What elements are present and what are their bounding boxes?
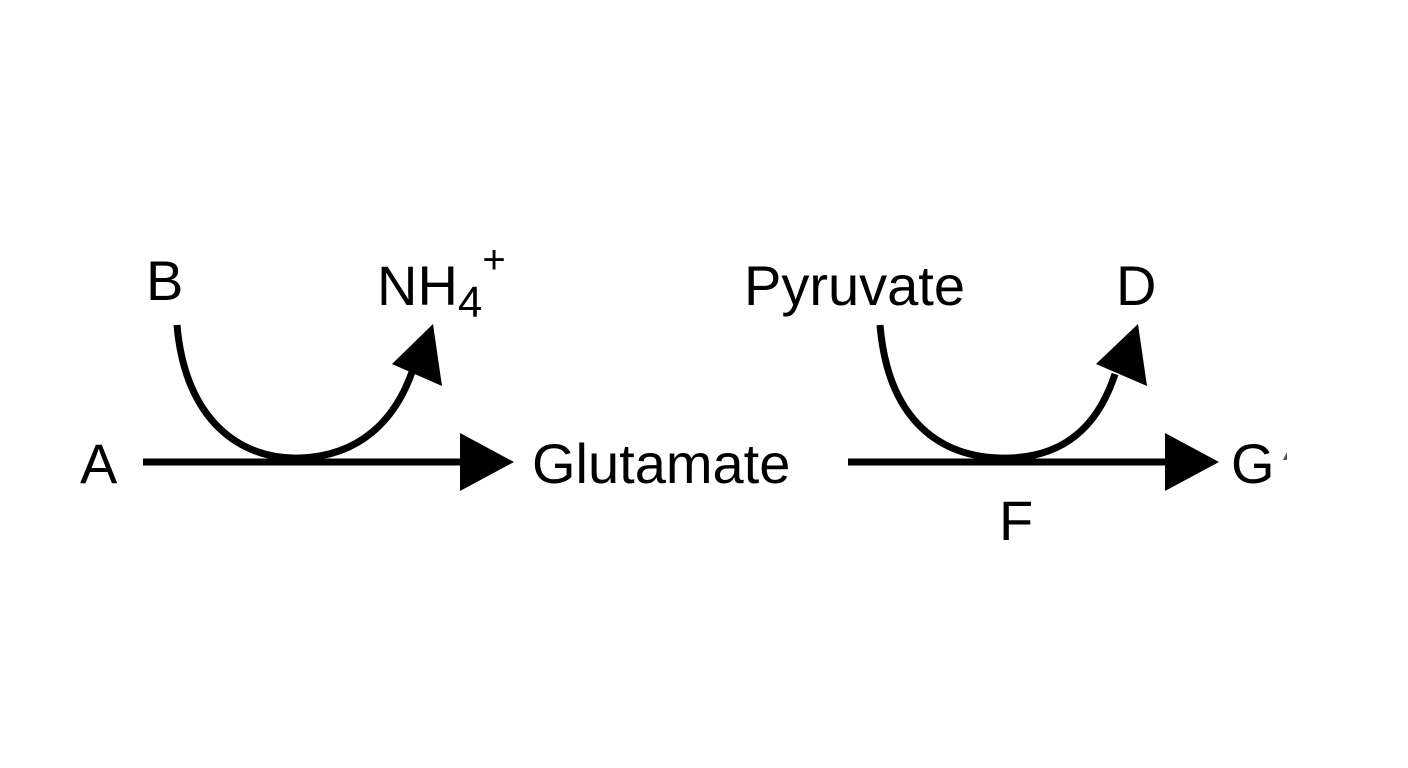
arrowhead-glutamate-to-g (1165, 433, 1219, 491)
nh4-subscript: 4 (458, 278, 482, 327)
label-pyruvate: Pyruvate (744, 254, 965, 317)
label-b: B (146, 249, 183, 312)
arrowhead-pyruvate-to-d (1096, 324, 1147, 386)
label-glutamate: Glutamate (532, 432, 790, 495)
arrowhead-b-to-nh4 (392, 324, 442, 386)
nh4-superscript: + (482, 238, 505, 282)
label-nh4: NH4+ (377, 238, 506, 327)
curved-arrow-b-to-nh4 (173, 324, 416, 462)
nh4-base: NH (377, 254, 458, 317)
label-g: G (1231, 432, 1275, 495)
arrowhead-a-to-glutamate (460, 433, 514, 491)
stray-mark-icon (1283, 452, 1287, 460)
label-a: A (80, 432, 118, 495)
curved-arrow-pyruvate-to-d (876, 324, 1119, 462)
label-f: F (999, 489, 1033, 552)
label-d: D (1116, 254, 1156, 317)
